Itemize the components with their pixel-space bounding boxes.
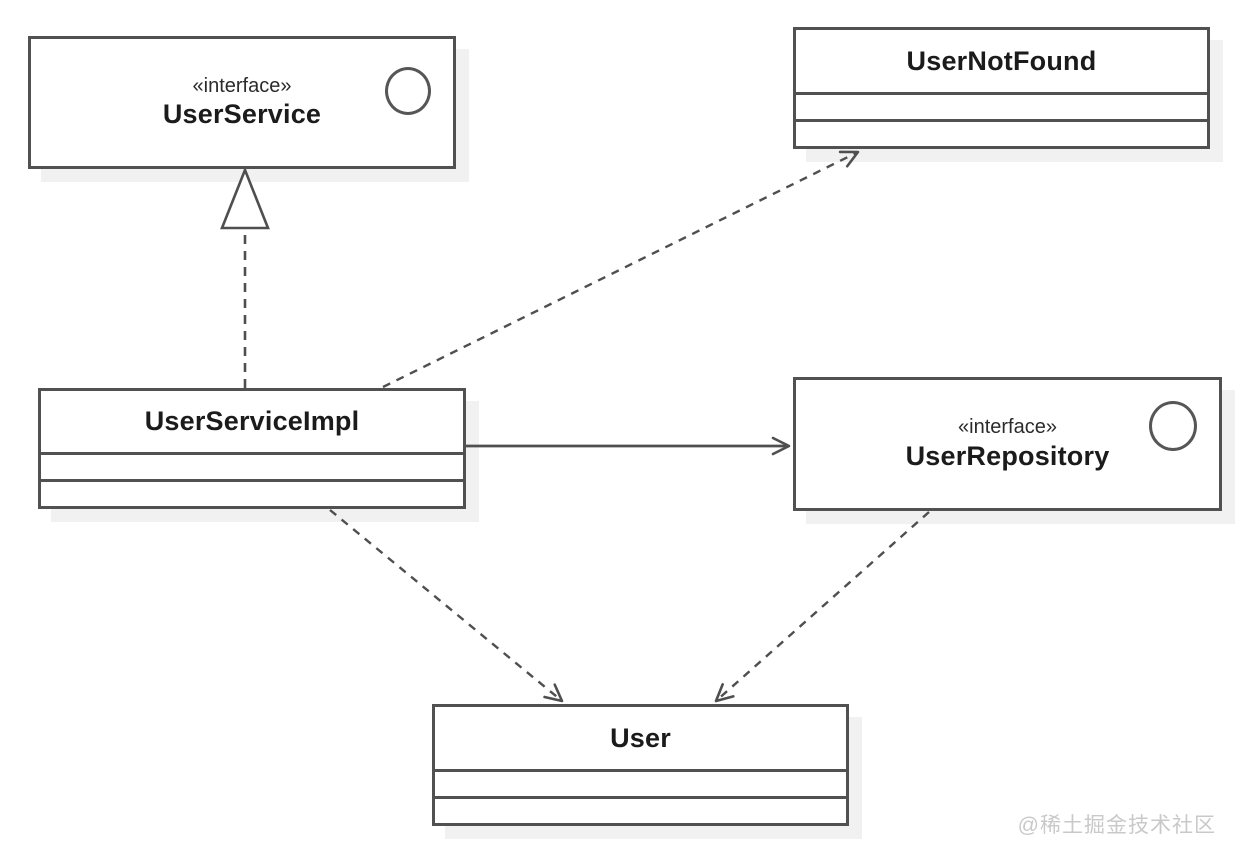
operations-compartment: [41, 479, 463, 506]
class-box-userserviceimpl: UserServiceImpl: [38, 388, 466, 509]
class-box-usernotfound: UserNotFound: [793, 27, 1210, 149]
class-box-userservice: «interface» UserService: [28, 36, 456, 169]
class-name: UserRepository: [905, 440, 1110, 471]
class-title-user: User: [435, 707, 846, 769]
class-title-userrepository: «interface» UserRepository: [796, 380, 1219, 508]
stereotype-label: «interface»: [958, 416, 1057, 439]
operations-compartment: [435, 796, 846, 823]
class-title-userserviceimpl: UserServiceImpl: [41, 391, 463, 452]
class-name: UserServiceImpl: [144, 406, 360, 437]
class-name: User: [610, 722, 671, 753]
dependency-line-userrepository-user: [714, 511, 930, 703]
watermark-text: @稀土掘金技术社区: [1017, 814, 1216, 837]
stereotype-label: «interface»: [192, 74, 292, 97]
class-title-usernotfound: UserNotFound: [796, 30, 1207, 92]
class-name: UserService: [162, 99, 322, 130]
operations-compartment: [796, 119, 1207, 146]
attributes-compartment: [435, 769, 846, 796]
dependency-line-userserviceimpl-user: [329, 509, 564, 703]
class-box-user: User: [432, 704, 849, 826]
attributes-compartment: [41, 452, 463, 479]
interface-lollipop-icon: [1149, 401, 1197, 451]
hollow-triangle-arrowhead: [220, 166, 270, 230]
attributes-compartment: [796, 92, 1207, 119]
class-title-userservice: «interface» UserService: [31, 39, 453, 166]
class-box-userrepository: «interface» UserRepository: [793, 377, 1222, 511]
class-name: UserNotFound: [906, 45, 1097, 76]
interface-lollipop-icon: [385, 67, 431, 115]
dependency-line-userserviceimpl-usernotfound: [382, 150, 860, 389]
